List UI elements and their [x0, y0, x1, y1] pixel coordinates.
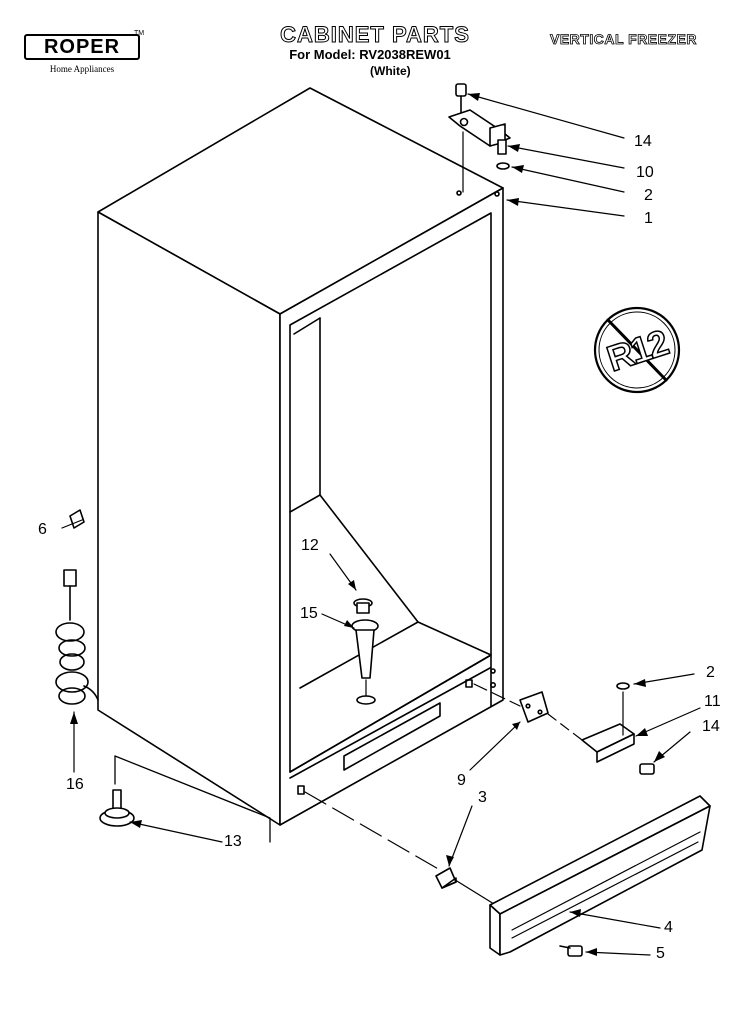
- grille-clip: [435, 867, 457, 889]
- leader-lines: [61, 93, 701, 956]
- brand-trademark: TM: [134, 30, 145, 37]
- brand-subtitle: Home Appliances: [49, 64, 115, 74]
- callout-14-top: 14: [634, 133, 652, 150]
- color-line: (White): [370, 64, 411, 78]
- callout-13: 13: [224, 833, 242, 850]
- brand-logo: ROPER: [24, 34, 140, 60]
- callout-12: 12: [301, 537, 319, 554]
- callout-6: 6: [38, 521, 47, 538]
- cord-clip: [69, 509, 85, 529]
- callout-3: 3: [478, 789, 487, 806]
- callout-5: 5: [656, 945, 665, 962]
- callout-15: 15: [300, 605, 318, 622]
- grille-screw: [559, 945, 583, 957]
- leveling-leg: [99, 789, 135, 827]
- top-hinge: [448, 83, 511, 193]
- arrowheads: [70, 93, 665, 956]
- alignment-lines: [304, 683, 583, 905]
- callout-10: 10: [636, 164, 654, 181]
- callout-4: 4: [664, 919, 673, 936]
- model-line: For Model: RV2038REW01: [289, 47, 451, 62]
- page-title: CABINET PARTS: [280, 22, 470, 48]
- callout-9: 9: [457, 772, 466, 789]
- callout-11: 11: [704, 693, 721, 710]
- callout-1: 1: [644, 210, 653, 227]
- bottom-hinge: [519, 682, 655, 775]
- r12-no-cfc-badge: [593, 306, 681, 394]
- callout-14-bottom: 14: [702, 718, 720, 735]
- callout-2-top: 2: [644, 187, 653, 204]
- callout-2-bottom: 2: [706, 664, 715, 681]
- callout-16: 16: [66, 776, 84, 793]
- cabinet: [97, 87, 504, 843]
- product-type: VERTICAL FREEZER: [550, 31, 697, 48]
- brand-name: ROPER: [43, 35, 121, 58]
- power-cord: [55, 569, 99, 705]
- toe-grille: [489, 795, 711, 956]
